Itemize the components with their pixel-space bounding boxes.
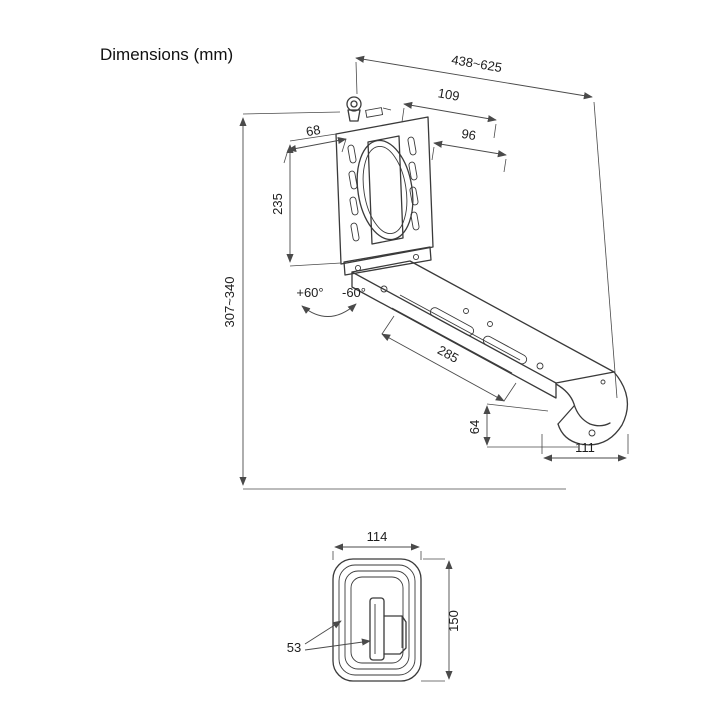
dim-64: 64 [467, 403, 578, 448]
diagram-title: Dimensions (mm) [100, 45, 233, 64]
dim-label-96: 96 [460, 126, 477, 143]
dim-front-height: 150 [421, 558, 461, 682]
support-arm [351, 260, 615, 399]
dim-front-depth: 53 [287, 620, 371, 655]
dim-label-235: 235 [270, 193, 285, 215]
dim-label-reach: 438~625 [450, 52, 503, 75]
vesa-slots-right [407, 136, 420, 231]
vesa-slots-left [347, 144, 360, 242]
dim-label-68: 68 [305, 122, 322, 139]
dim-96: 96 [431, 126, 507, 173]
dim-label-front-width: 114 [367, 529, 388, 544]
arm-hook-end [555, 371, 629, 446]
tilt-arc-arrow-icon [301, 303, 357, 317]
dim-label-64: 64 [467, 420, 482, 434]
dim-label-front-height: 150 [446, 610, 461, 632]
dim-label-111: 111 [575, 440, 595, 455]
dim-235: 235 [270, 133, 342, 267]
dim-height: 307~340 [222, 111, 566, 490]
front-hook-profile [369, 597, 407, 661]
tilt-annotation: +60° -60° [296, 285, 366, 317]
dim-label-front-depth: 53 [287, 640, 301, 655]
screw-icon [365, 107, 392, 118]
front-view: 114 150 53 [287, 529, 461, 682]
main-view: +60° -60° 438~625 109 96 [222, 52, 629, 490]
dim-label-109: 109 [437, 85, 461, 104]
dim-109: 109 [401, 85, 497, 139]
dim-label-285: 285 [435, 342, 461, 366]
hanger-hook [346, 96, 392, 122]
vesa-plate [335, 116, 434, 265]
dim-reach: 438~625 [355, 52, 618, 399]
swivel-disc [356, 139, 414, 241]
dim-label-height: 307~340 [222, 277, 237, 328]
tilt-down-label: -60° [342, 285, 366, 300]
dim-front-width: 114 [332, 529, 422, 560]
dim-111: 111 [541, 434, 629, 462]
arm-slot [429, 307, 475, 336]
dim-68: 68 [283, 122, 347, 164]
tilt-up-label: +60° [296, 285, 323, 300]
front-plate [332, 558, 422, 682]
dim-285: 285 [381, 315, 517, 402]
